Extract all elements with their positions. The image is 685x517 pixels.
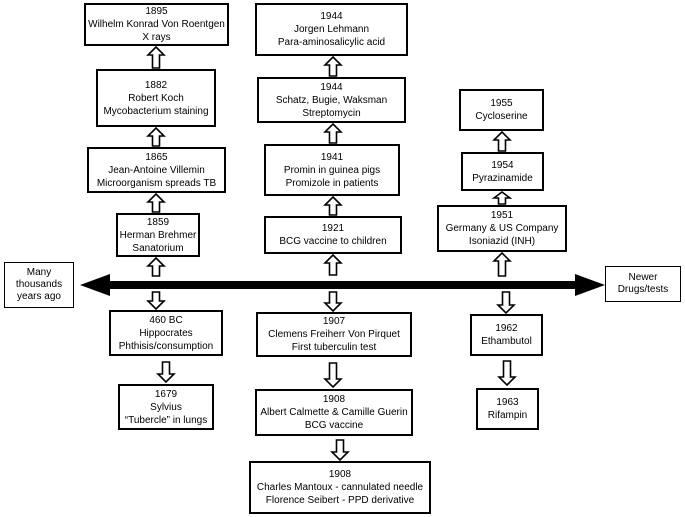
event-line: Florence Seibert - PPD derivative (265, 495, 415, 506)
event-box-roentgen: 1895 Wilhelm Konrad Von Roentgen X rays (84, 3, 229, 46)
event-line: Rifampin (487, 410, 528, 421)
event-line: Promin in guinea pigs (283, 164, 381, 176)
event-box-pyrazinamide: 1954 Pyrazinamide (461, 152, 544, 191)
event-year: 1908 (328, 469, 352, 480)
event-line: Ethambutol (481, 336, 532, 347)
hollow-arrow-down (146, 291, 166, 311)
hollow-arrow-up (323, 55, 343, 77)
event-line: Streptomycin (302, 107, 361, 119)
event-box-ethambutol: 1962 Ethambutol (470, 314, 543, 356)
event-year: 1921 (321, 223, 345, 234)
hollow-arrow-up (492, 130, 512, 152)
event-line: First tuberculin test (291, 342, 377, 353)
event-line: Mycobacterium staining (103, 105, 209, 117)
event-year: 1907 (322, 316, 346, 327)
event-box-mantoux: 1908 Charles Mantoux - cannulated needle… (249, 461, 431, 514)
event-line: BCG vaccine to children (279, 236, 387, 247)
event-year: 1944 (320, 11, 343, 22)
event-box-villemin: 1865 Jean-Antoine Villemin Microorganism… (87, 147, 226, 193)
event-year: 1941 (320, 151, 344, 163)
event-line: Promizole in patients (285, 177, 379, 189)
event-line: Jorgen Lehmann (293, 24, 370, 35)
hollow-arrow-up (491, 191, 513, 205)
event-line: Cycloserine (475, 111, 528, 122)
hollow-arrow-up (323, 195, 343, 216)
event-year: 1963 (496, 397, 519, 408)
event-year: 1955 (490, 98, 513, 109)
event-line: “Tubercle” in lungs (124, 414, 208, 426)
event-line: Pyrazinamide (472, 172, 533, 184)
right-label-line: Drugs/tests (617, 284, 669, 295)
timeline-left-label: Many thousands years ago (4, 262, 74, 308)
event-line: Herman Brehmer (119, 229, 197, 241)
hollow-arrow-down (156, 361, 176, 384)
event-box-sylvius: 1679 Sylvius “Tubercle” in lungs (118, 384, 214, 430)
event-year: 1951 (490, 210, 514, 221)
event-box-calmette: 1908 Albert Calmette & Camille Guerin BC… (255, 389, 413, 436)
event-box-koch: 1882 Robert Koch Mycobacterium staining (96, 69, 216, 127)
event-line: Robert Koch (128, 92, 184, 104)
left-label-line: Many (26, 267, 52, 278)
hollow-arrow-down (496, 291, 516, 315)
right-label-line: Newer (628, 272, 658, 283)
event-year: 1908 (322, 394, 346, 405)
event-box-bcg-children: 1921 BCG vaccine to children (264, 216, 402, 254)
hollow-arrow-up (146, 192, 166, 213)
event-box-isoniazid: 1951 Germany & US Company Isoniazid (INH… (437, 205, 567, 252)
event-year: 1944 (320, 81, 343, 93)
event-line: Microorganism spreads TB (96, 177, 217, 189)
hollow-arrow-up (146, 45, 166, 69)
timeline-double-arrow (80, 274, 605, 296)
hollow-arrow-up (146, 126, 166, 147)
hollow-arrow-up (146, 256, 166, 277)
event-line: BCG vaccine (304, 420, 364, 431)
event-line: X rays (142, 32, 171, 43)
event-box-pirquet: 1907 Clemens Freiherr Von Pirquet First … (256, 312, 412, 357)
timeline-right-label: Newer Drugs/tests (605, 266, 681, 302)
event-line: Isoniazid (INH) (468, 236, 536, 247)
event-year: 1962 (495, 323, 518, 334)
event-box-hippocrates: 460 BC Hippocrates Phthisis/consumption (109, 310, 223, 356)
event-year: 1954 (491, 159, 514, 171)
left-label-line: years ago (17, 291, 61, 302)
event-line: Wilhelm Konrad Von Roentgen (88, 19, 225, 30)
hollow-arrow-down (330, 439, 350, 462)
event-year: 1865 (145, 151, 168, 163)
hollow-arrow-down (323, 362, 343, 389)
event-box-lehmann: 1944 Jorgen Lehmann Para-aminosalicylic … (255, 3, 408, 56)
event-year: 460 BC (149, 314, 183, 326)
event-box-promin: 1941 Promin in guinea pigs Promizole in … (264, 144, 400, 196)
hollow-arrow-up (492, 251, 512, 277)
event-line: Charles Mantoux - cannulated needle (256, 482, 424, 493)
event-year: 1895 (145, 6, 168, 17)
event-line: Para-aminosalicylic acid (277, 37, 386, 48)
hollow-arrow-down (497, 360, 517, 387)
event-line: Germany & US Company (445, 223, 559, 234)
event-box-waksman: 1944 Schatz, Bugie, Waksman Streptomycin (257, 77, 406, 123)
event-line: Albert Calmette & Camille Guerin (260, 407, 408, 418)
event-box-cycloserine: 1955 Cycloserine (459, 89, 544, 131)
event-line: Schatz, Bugie, Waksman (275, 94, 388, 106)
event-line: Jean-Antoine Villemin (108, 164, 205, 176)
event-line: Hippocrates (139, 327, 193, 339)
event-box-brehmer: 1859 Herman Brehmer Sanatorium (116, 213, 200, 257)
hollow-arrow-down (323, 291, 343, 313)
event-year: 1882 (144, 79, 168, 91)
hollow-arrow-up (323, 122, 343, 144)
hollow-arrow-up (323, 253, 343, 276)
left-label-line: thousands (15, 279, 63, 290)
event-year: 1859 (146, 216, 170, 228)
event-line: Clemens Freiherr Von Pirquet (268, 329, 400, 340)
event-line: Sanatorium (132, 242, 184, 254)
event-line: Sylvius (150, 401, 182, 413)
event-line: Phthisis/consumption (118, 340, 214, 352)
event-box-rifampin: 1963 Rifampin (476, 388, 539, 430)
event-year: 1679 (154, 388, 178, 400)
